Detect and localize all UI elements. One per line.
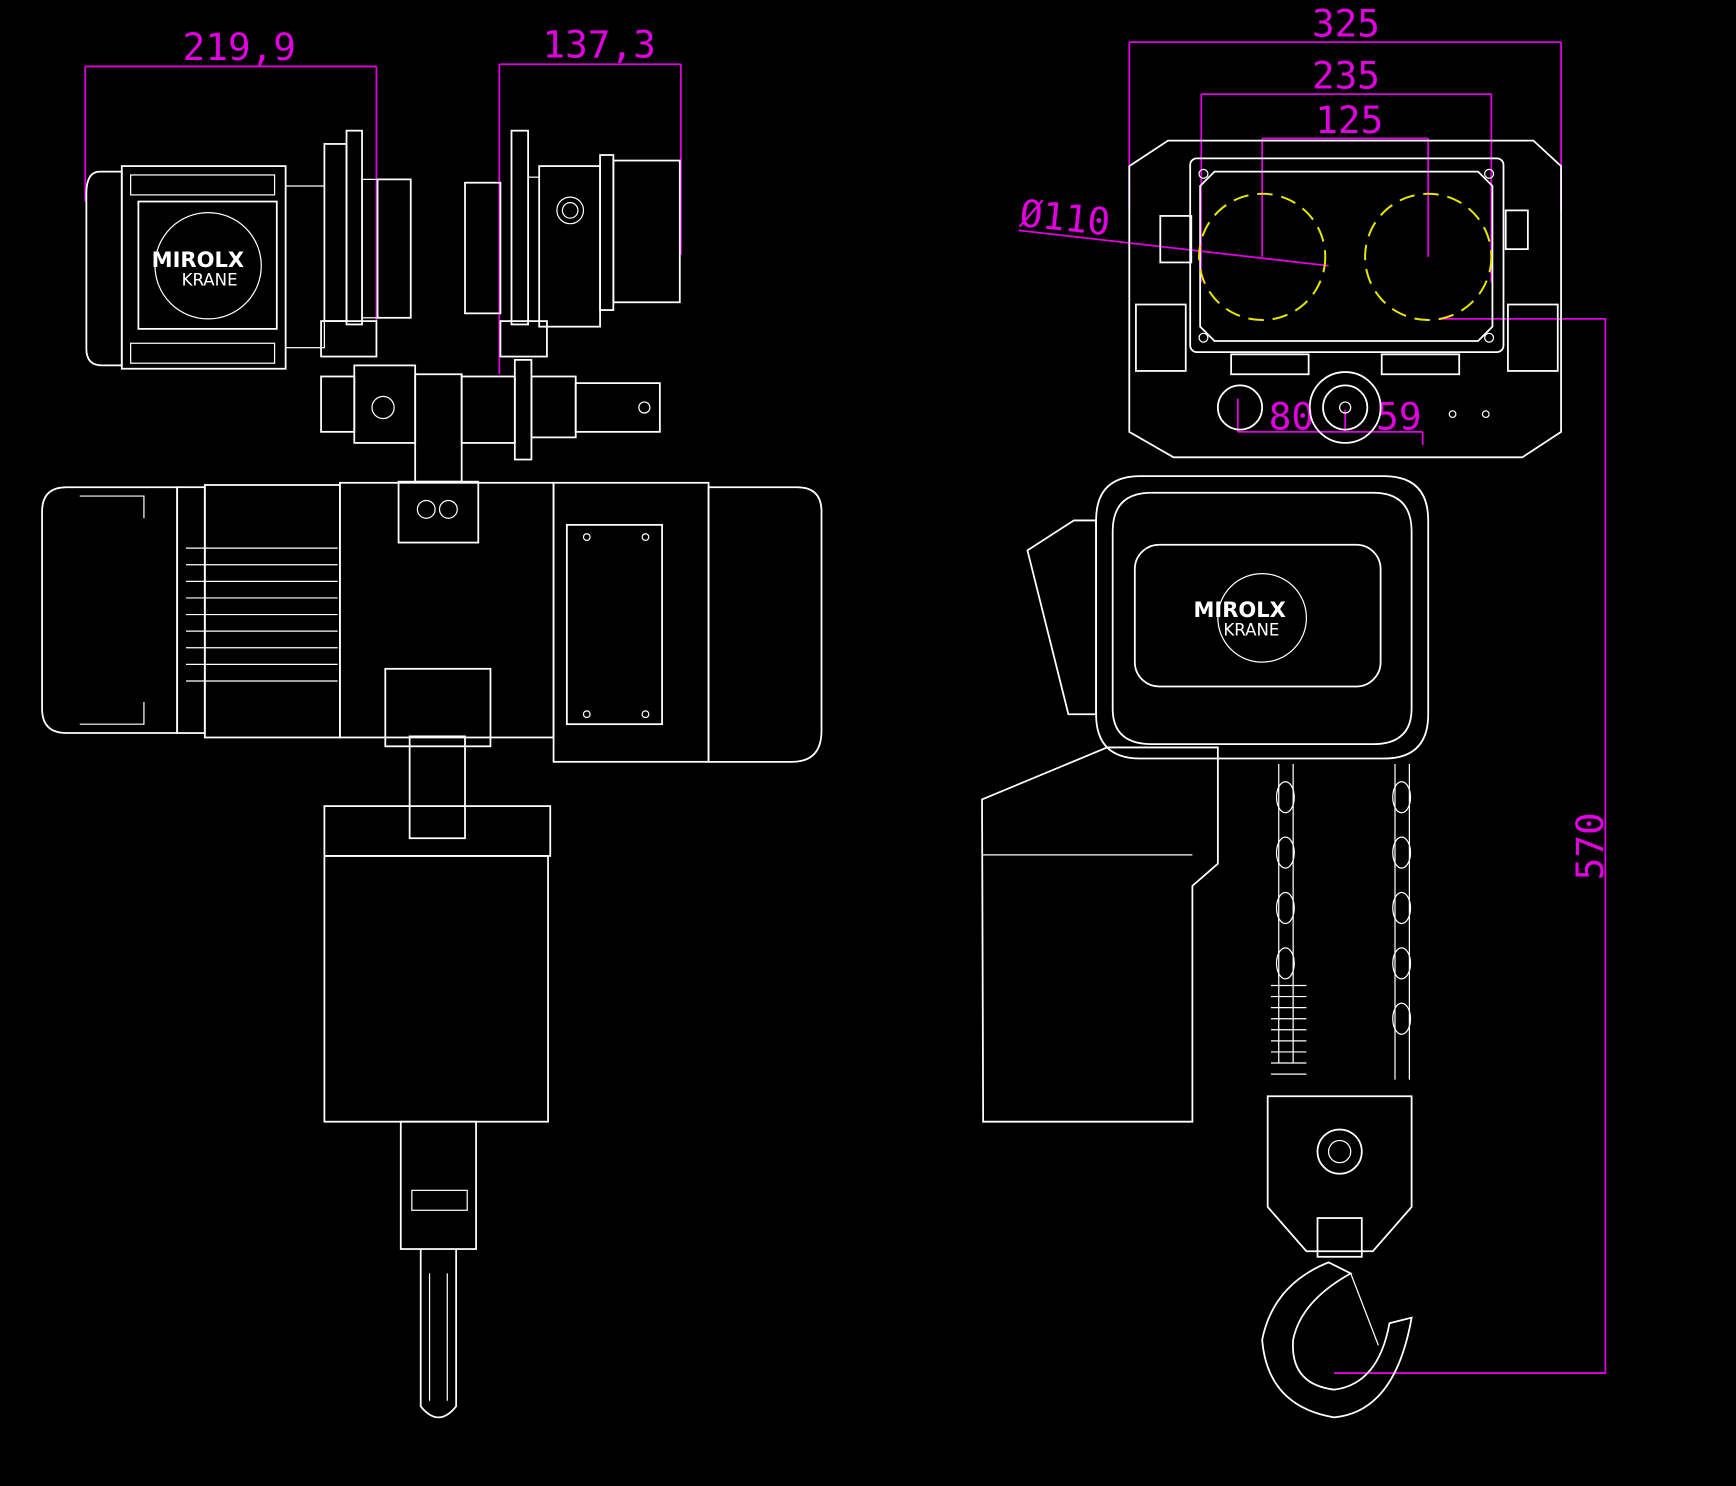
logo-text: KRANE	[182, 271, 238, 290]
dimension-label: Ø110	[1018, 191, 1113, 244]
trolley-motor-left: MIROLX KRANE	[85, 129, 412, 370]
trolley-drive-right	[464, 129, 681, 358]
trolley-axle	[320, 358, 661, 483]
dimension-label: 80	[1269, 395, 1314, 439]
logo-text: MIROLX	[152, 247, 244, 272]
dimension-label: 125	[1315, 98, 1383, 142]
hoist-body-side	[41, 480, 823, 840]
front-view: 325 235 125 Ø110 80 59 570	[981, 2, 1612, 1419]
chain-container-front	[981, 746, 1219, 1123]
cooling-fins	[186, 547, 338, 682]
dimension-label: 570	[1568, 812, 1612, 880]
wheel-circle-left	[1198, 192, 1327, 322]
chain-container-side	[323, 805, 552, 1123]
hoist-body-front: MIROLX KRANE	[1026, 475, 1430, 760]
dimension-label: 219,9	[183, 25, 296, 69]
side-view: 219,9 137,3 MIROLX KRANE	[41, 23, 823, 1419]
logo-text: MIROLX	[1194, 597, 1286, 622]
dimension-label: 59	[1376, 395, 1421, 439]
dimension-wheel-diameter: Ø110	[1018, 191, 1329, 267]
dimension-label: 137,3	[543, 23, 656, 67]
dimension-label: 235	[1312, 54, 1380, 98]
dimension-offsets: 80 59	[1236, 395, 1424, 446]
dimension-trolley-width: 137,3	[498, 23, 682, 375]
trolley-frame-front	[1128, 139, 1562, 459]
dimension-height: 570	[1334, 318, 1612, 1374]
dimension-label: 325	[1312, 2, 1380, 46]
wheel-circle-right	[1364, 192, 1493, 322]
hook-block-front	[1261, 1095, 1413, 1419]
load-chain	[1271, 764, 1412, 1080]
logo-text: KRANE	[1223, 621, 1279, 640]
dimension-motor-width: 219,9	[84, 25, 378, 322]
chain-links	[1275, 781, 1412, 1035]
hook-side	[399, 1120, 477, 1419]
dimension-flange-width: 235	[1200, 54, 1493, 283]
dimension-wheel-spacing: 125	[1261, 98, 1430, 257]
